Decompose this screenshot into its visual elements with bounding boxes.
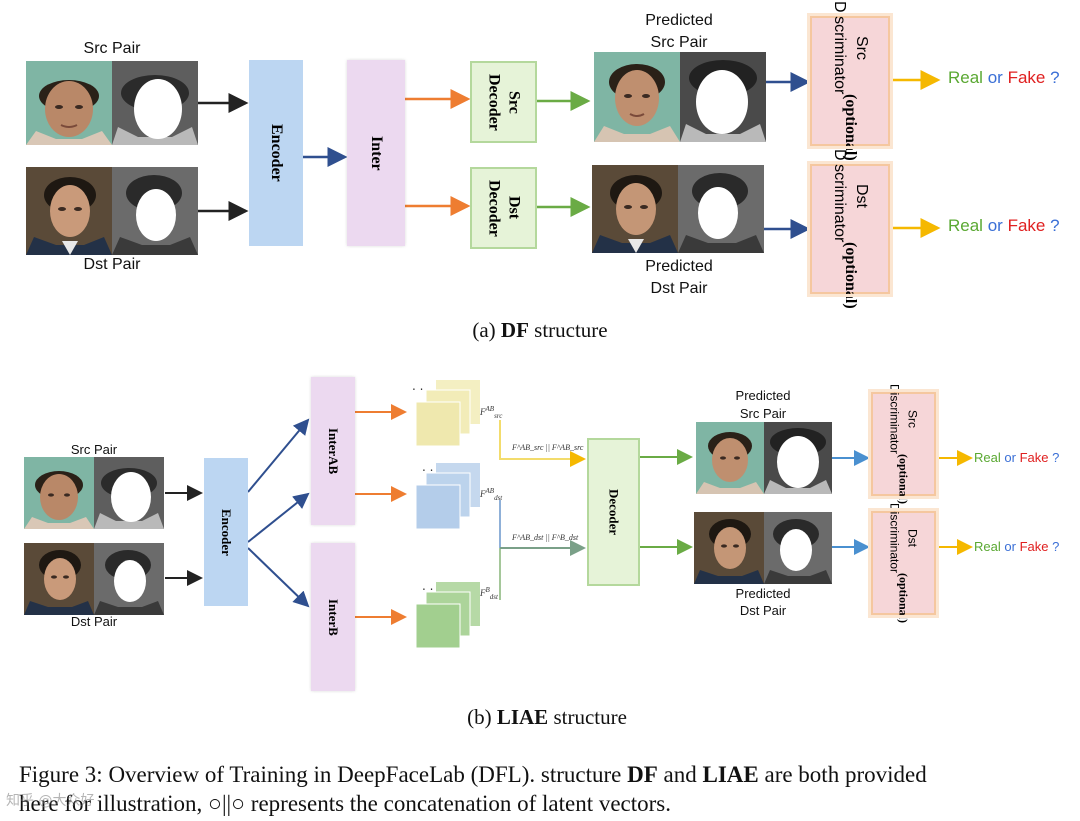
df-predicted-src-label-1: Predicted	[645, 12, 713, 29]
df-predicted-dst-mask-image	[678, 165, 764, 253]
df-caption: (a) DF structure	[0, 318, 1080, 343]
liae-predicted-src-label-1: Predicted	[735, 388, 791, 403]
liae-src-face-image	[24, 457, 94, 529]
fake-label: Fake	[1007, 68, 1046, 87]
liae-dst-discriminator-block: Dst Discriminator (optional)	[868, 503, 939, 623]
liae-caption: (b) LIAE structure	[0, 705, 1080, 730]
fake-label: Fake	[1019, 539, 1049, 554]
real-label: Real	[948, 216, 983, 235]
liae-dst-real-or-fake: Real or Fake ?	[974, 539, 1059, 554]
df-caption-rest: structure	[534, 318, 608, 342]
fake-label: Fake	[1019, 450, 1049, 465]
liae-dst-pair-label: Dst Pair	[70, 614, 118, 629]
liae-src-disc-name: Src Discriminator	[887, 384, 920, 455]
df-dst-disc-name: Dst Discriminator	[831, 149, 870, 243]
svg-text:. .: . .	[422, 579, 433, 593]
question-label: ?	[1052, 450, 1060, 465]
svg-text:. .: . .	[422, 460, 433, 474]
watermark: 知乎 @大众好	[6, 793, 95, 809]
liae-caption-bold: LIAE	[496, 705, 549, 729]
df-dst-face-image	[26, 167, 112, 255]
fake-label: Fake	[1007, 216, 1046, 235]
liae-dst-mask-image	[94, 543, 164, 615]
real-label: Real	[974, 539, 1001, 554]
figure-caption-line-1: Figure 3: Overview of Training in DeepFa…	[19, 762, 927, 787]
liae-predicted-dst-label-2: Dst Pair	[739, 603, 787, 618]
liae-inter-ab-block: InterAB	[311, 377, 355, 525]
liae-predicted-src-label-2: Src Pair	[739, 406, 787, 421]
df-src-disc-optional: (optional)	[842, 94, 859, 162]
df-predicted-dst-label-2: Dst Pair	[650, 280, 708, 297]
liae-f-src-ab-label: FABsrc	[480, 405, 503, 420]
df-predicted-dst-label-1: Predicted	[645, 258, 713, 275]
liae-predicted-src-mask-image	[764, 422, 832, 494]
df-caption-bold: DF	[500, 318, 529, 342]
liae-predicted-dst-mask-image	[764, 512, 832, 584]
liae-src-pair-label: Src Pair	[70, 442, 118, 457]
liae-concat-dst-label: F^AB_dst || F^B_dst	[512, 533, 579, 542]
df-predicted-src-face-image	[594, 52, 680, 142]
liae-inter-b-block: InterB	[311, 543, 355, 691]
df-src-decoder-label: Src Decoder	[485, 73, 523, 131]
df-src-mask-image	[112, 61, 198, 145]
df-dst-decoder-block: Dst Decoder	[470, 167, 537, 249]
liae-dst-disc-optional: (optional)	[896, 573, 911, 624]
liae-predicted-dst-label-1: Predicted	[735, 586, 791, 601]
liae-caption-prefix: (b)	[467, 705, 492, 729]
df-src-disc-name: Src Discriminator	[831, 1, 870, 95]
df-src-face-image	[26, 61, 112, 145]
df-src-pair-label: Src Pair	[83, 40, 141, 57]
liae-src-disc-optional: (optional)	[896, 454, 911, 505]
df-src-real-or-fake: Real or Fake ?	[948, 68, 1060, 88]
df-predicted-src-mask-image	[680, 52, 766, 142]
df-encoder-block: Encoder	[249, 60, 303, 246]
liae-caption-rest: structure	[553, 705, 627, 729]
figure-caption-line-2: here for illustration, ○||○ represents t…	[19, 791, 672, 816]
liae-predicted-src-face-image	[696, 422, 764, 494]
df-src-decoder-block: Src Decoder	[470, 61, 537, 143]
df-src-discriminator-block: Src Discriminator (optional)	[807, 1, 893, 161]
df-predicted-dst-face-image	[592, 165, 678, 253]
liae-concat-src-label: F^AB_src || F^AB_src	[512, 443, 584, 452]
liae-src-discriminator-block: Src Discriminator (optional)	[868, 384, 939, 504]
liae-feature-stack-dst-b: . .	[415, 579, 480, 649]
real-label: Real	[974, 450, 1001, 465]
liae-f-dst-ab-label: FABdst	[480, 487, 503, 502]
figure-caption: Figure 3: Overview of Training in DeepFa…	[19, 760, 1074, 818]
df-inter-block: Inter	[347, 60, 405, 246]
svg-text:. .: . .	[412, 379, 423, 393]
liae-feature-stack-src-ab: . .	[412, 379, 480, 447]
liae-dst-face-image	[24, 543, 94, 615]
question-label: ?	[1052, 539, 1060, 554]
liae-encoder-block: Encoder	[204, 458, 248, 606]
df-dst-pair-label: Dst Pair	[83, 256, 141, 273]
liae-f-dst-b-label: FBdst	[480, 586, 498, 601]
df-dst-decoder-label: Dst Decoder	[485, 179, 523, 237]
liae-dst-disc-name: Dst Discriminator	[887, 503, 920, 574]
real-label: Real	[948, 68, 983, 87]
question-label: ?	[1050, 68, 1060, 87]
df-predicted-src-label-2: Src Pair	[650, 34, 708, 51]
df-caption-prefix: (a)	[472, 318, 496, 342]
df-dst-mask-image	[112, 167, 198, 255]
df-dst-real-or-fake: Real or Fake ?	[948, 216, 1060, 236]
or-label: or	[1004, 450, 1016, 465]
or-label: or	[987, 216, 1003, 235]
df-dst-disc-optional: (optional)	[842, 242, 859, 310]
question-label: ?	[1050, 216, 1060, 235]
or-label: or	[1004, 539, 1016, 554]
liae-src-mask-image	[94, 457, 164, 529]
df-arrows	[198, 70, 941, 239]
df-dst-discriminator-block: Dst Discriminator (optional)	[807, 149, 893, 309]
liae-decoder-block: Decoder	[587, 438, 640, 586]
liae-predicted-dst-face-image	[694, 512, 764, 584]
or-label: or	[987, 68, 1003, 87]
liae-src-real-or-fake: Real or Fake ?	[974, 450, 1059, 465]
liae-feature-stack-dst-ab: . .	[415, 460, 480, 530]
liae-arrows	[165, 404, 973, 625]
